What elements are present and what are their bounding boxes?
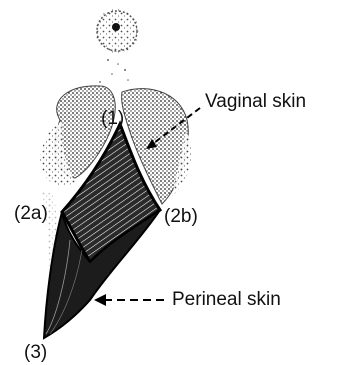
label-point-1: (1) (101, 109, 124, 128)
stipple-trail (99, 59, 129, 83)
label-point-2b: (2b) (164, 207, 198, 226)
label-perineal-skin: Perineal skin (172, 290, 281, 309)
label-point-3: (3) (24, 343, 47, 362)
perineal-skin-arrowhead (94, 294, 106, 306)
label-point-2a: (2a) (14, 204, 48, 223)
label-vaginal-skin: Vaginal skin (205, 92, 306, 111)
top-circle (95, 9, 139, 53)
